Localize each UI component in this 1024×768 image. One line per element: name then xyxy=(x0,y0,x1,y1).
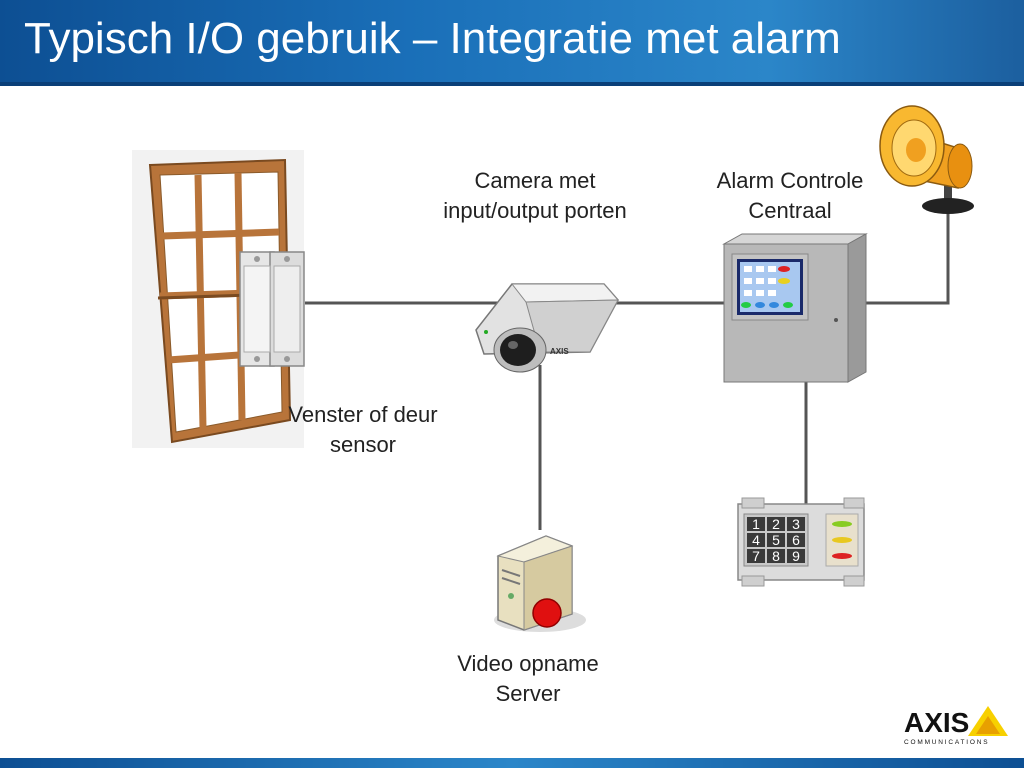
keypad-key: 5 xyxy=(772,532,780,548)
keypad-key: 6 xyxy=(792,532,800,548)
alarm-panel-icon xyxy=(722,233,868,383)
keypad-key: 1 xyxy=(752,516,760,532)
camera-label-line1: Camera met xyxy=(474,168,596,193)
wire-alarm-siren xyxy=(866,210,950,305)
keypad-key: 9 xyxy=(792,548,800,564)
keypad-key-bg xyxy=(787,549,805,563)
keypad-key-bg xyxy=(767,549,785,563)
server-label-line1: Video opname xyxy=(457,651,599,676)
keypad-key: 4 xyxy=(752,532,760,548)
bottom-bar xyxy=(0,758,1024,768)
sensor-label-line1: Venster of deur xyxy=(288,402,438,427)
svg-text:AXIS: AXIS xyxy=(550,347,569,356)
camera-label-line2: input/output porten xyxy=(443,198,627,223)
server-icon xyxy=(494,535,586,632)
server-label-line2: Server xyxy=(495,681,561,706)
keypad-key-bg xyxy=(767,533,785,547)
alarm-label: Alarm Controle Centraal xyxy=(690,166,890,226)
keypad-key: 3 xyxy=(792,516,800,532)
sensor-label-line2: sensor xyxy=(329,432,397,457)
keypad-key: 8 xyxy=(772,548,780,564)
keypad-key-bg xyxy=(767,517,785,531)
camera-icon: AXIS xyxy=(475,283,620,373)
page-title: Typisch I/O gebruik – Integratie met ala… xyxy=(24,14,841,63)
title-bar: Typisch I/O gebruik – Integratie met ala… xyxy=(0,0,1024,86)
keypad-key: 2 xyxy=(772,516,780,532)
logo-tagline: COMMUNICATIONS xyxy=(904,739,989,746)
siren-icon xyxy=(879,105,974,214)
camera-label: Camera met input/output porten xyxy=(415,166,655,226)
server-label: Video opname Server xyxy=(428,649,628,709)
keypad-key-bg xyxy=(747,549,765,563)
keypad-key-bg xyxy=(787,533,805,547)
keypad-key-bg xyxy=(747,517,765,531)
sensor-label: Venster of deur sensor xyxy=(263,400,463,460)
alarm-label-line1: Alarm Controle xyxy=(716,168,864,193)
wires xyxy=(305,210,950,530)
keypad-key: 7 xyxy=(752,548,760,564)
keypad-key-bg xyxy=(747,533,765,547)
alarm-label-line2: Centraal xyxy=(748,198,832,223)
axis-logo: AXIS COMMUNICATIONS xyxy=(904,706,1008,746)
door-sensor-icon xyxy=(239,251,305,367)
keypad-key-bg xyxy=(787,517,805,531)
logo-brand: AXIS xyxy=(904,707,969,738)
